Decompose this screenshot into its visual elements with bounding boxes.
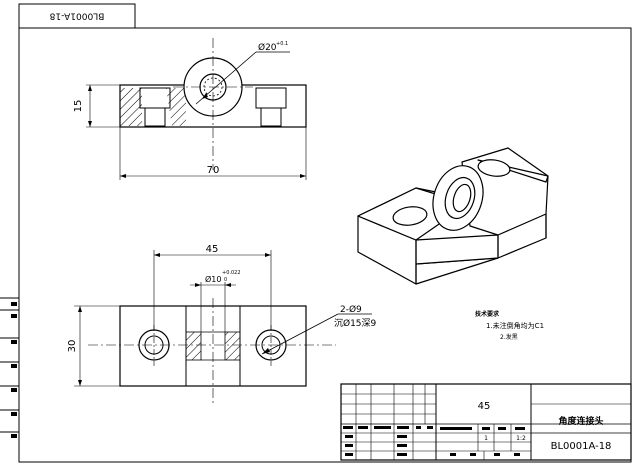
stamp-box [18,3,136,29]
tech-req-item1: 1.未注倒角均为C1 [486,321,544,330]
title-scale: 1:2 [516,435,526,442]
top-dim-diameter: Ø20 [258,42,277,53]
tech-req-title: 技术要求 [475,310,500,318]
title-quantity: 1 [484,435,488,442]
top-dim-diameter-tol: +0.1 [276,41,288,47]
front-view: 45 Ø10 +0.022 0 30 2-Ø9 沉Ø15深9 [67,244,377,405]
left-margin-strip [0,297,19,438]
title-material: 45 [478,401,491,412]
top-dim-height: 15 [73,100,84,113]
tech-requirements: 技术要求 1.未注倒角均为C1 2.发黑 [475,310,544,341]
top-view: Ø20 +0.1 15 70 [73,38,307,180]
tech-req-item2: 2.发黑 [500,333,518,341]
isometric-view [357,147,549,285]
top-dim-width: 70 [207,165,220,176]
front-dim-bore-tol-lower: 0 [224,277,227,283]
title-drawing-number: BL0001A-18 [551,441,612,452]
stamp-code: BL0001A-18 [49,11,104,21]
front-dim-height: 30 [67,340,78,353]
front-dim-span: 45 [206,244,219,255]
front-dim-bore-tol-upper: +0.022 [222,270,241,276]
front-callout-line1: 2-Ø9 [340,304,362,315]
drawing-frame [18,27,632,463]
title-part-name: 角度连接头 [558,415,603,427]
title-block [340,383,632,461]
front-callout-line2: 沉Ø15深9 [334,318,377,329]
front-dim-bore: Ø10 [205,274,221,284]
